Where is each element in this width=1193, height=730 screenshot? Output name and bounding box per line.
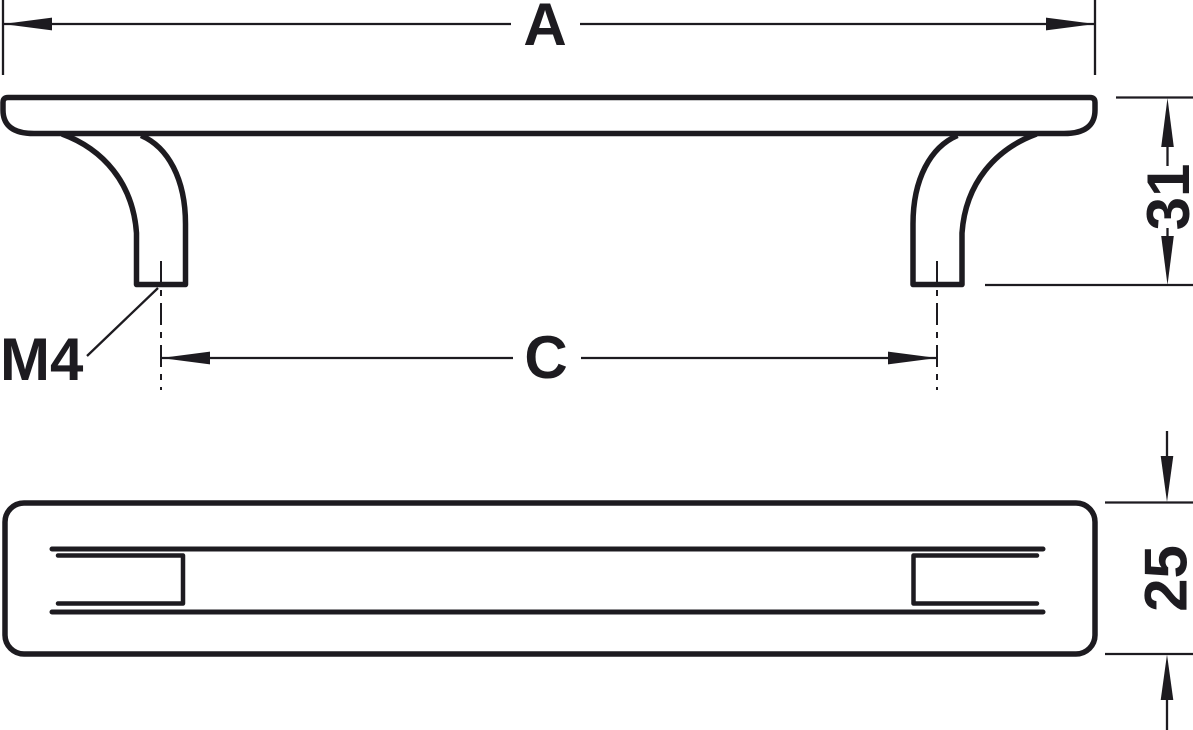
- dim-25-arrow-up: [1160, 654, 1174, 700]
- dim-c-arrow-right: [888, 351, 937, 365]
- dim-a-arrow-left: [3, 17, 52, 31]
- dimension-31: [985, 96, 1193, 287]
- dim-31-arrow-up: [1161, 98, 1174, 147]
- dimension-c: [161, 351, 937, 365]
- thread-label: M4: [0, 326, 84, 393]
- front-view: A M4 C 31: [0, 0, 1193, 393]
- dimension-a: [1, 0, 1097, 75]
- handle-outline-bottom: [2, 500, 1098, 657]
- slot-left-boss: [55, 553, 186, 606]
- dim-a-arrow-right: [1046, 17, 1095, 31]
- bottom-view: 25: [2, 431, 1193, 730]
- slot-right-boss: [911, 553, 1040, 606]
- mounting-slot: [49, 546, 1046, 615]
- thread-leader-line: [86, 287, 159, 357]
- dimension-31-label: 31: [1135, 164, 1193, 231]
- dim-31-arrow-down: [1161, 236, 1174, 285]
- dimension-25-label: 25: [1133, 545, 1193, 612]
- dim-c-arrow-left: [161, 351, 210, 365]
- dimension-c-label: C: [524, 324, 567, 391]
- right-leg: [910, 131, 1038, 288]
- dim-25-arrow-down: [1160, 456, 1174, 502]
- dimension-a-label: A: [523, 0, 566, 58]
- handle-bar-profile: [0, 94, 1098, 137]
- dimension-25: [1105, 431, 1193, 730]
- left-leg: [61, 131, 189, 288]
